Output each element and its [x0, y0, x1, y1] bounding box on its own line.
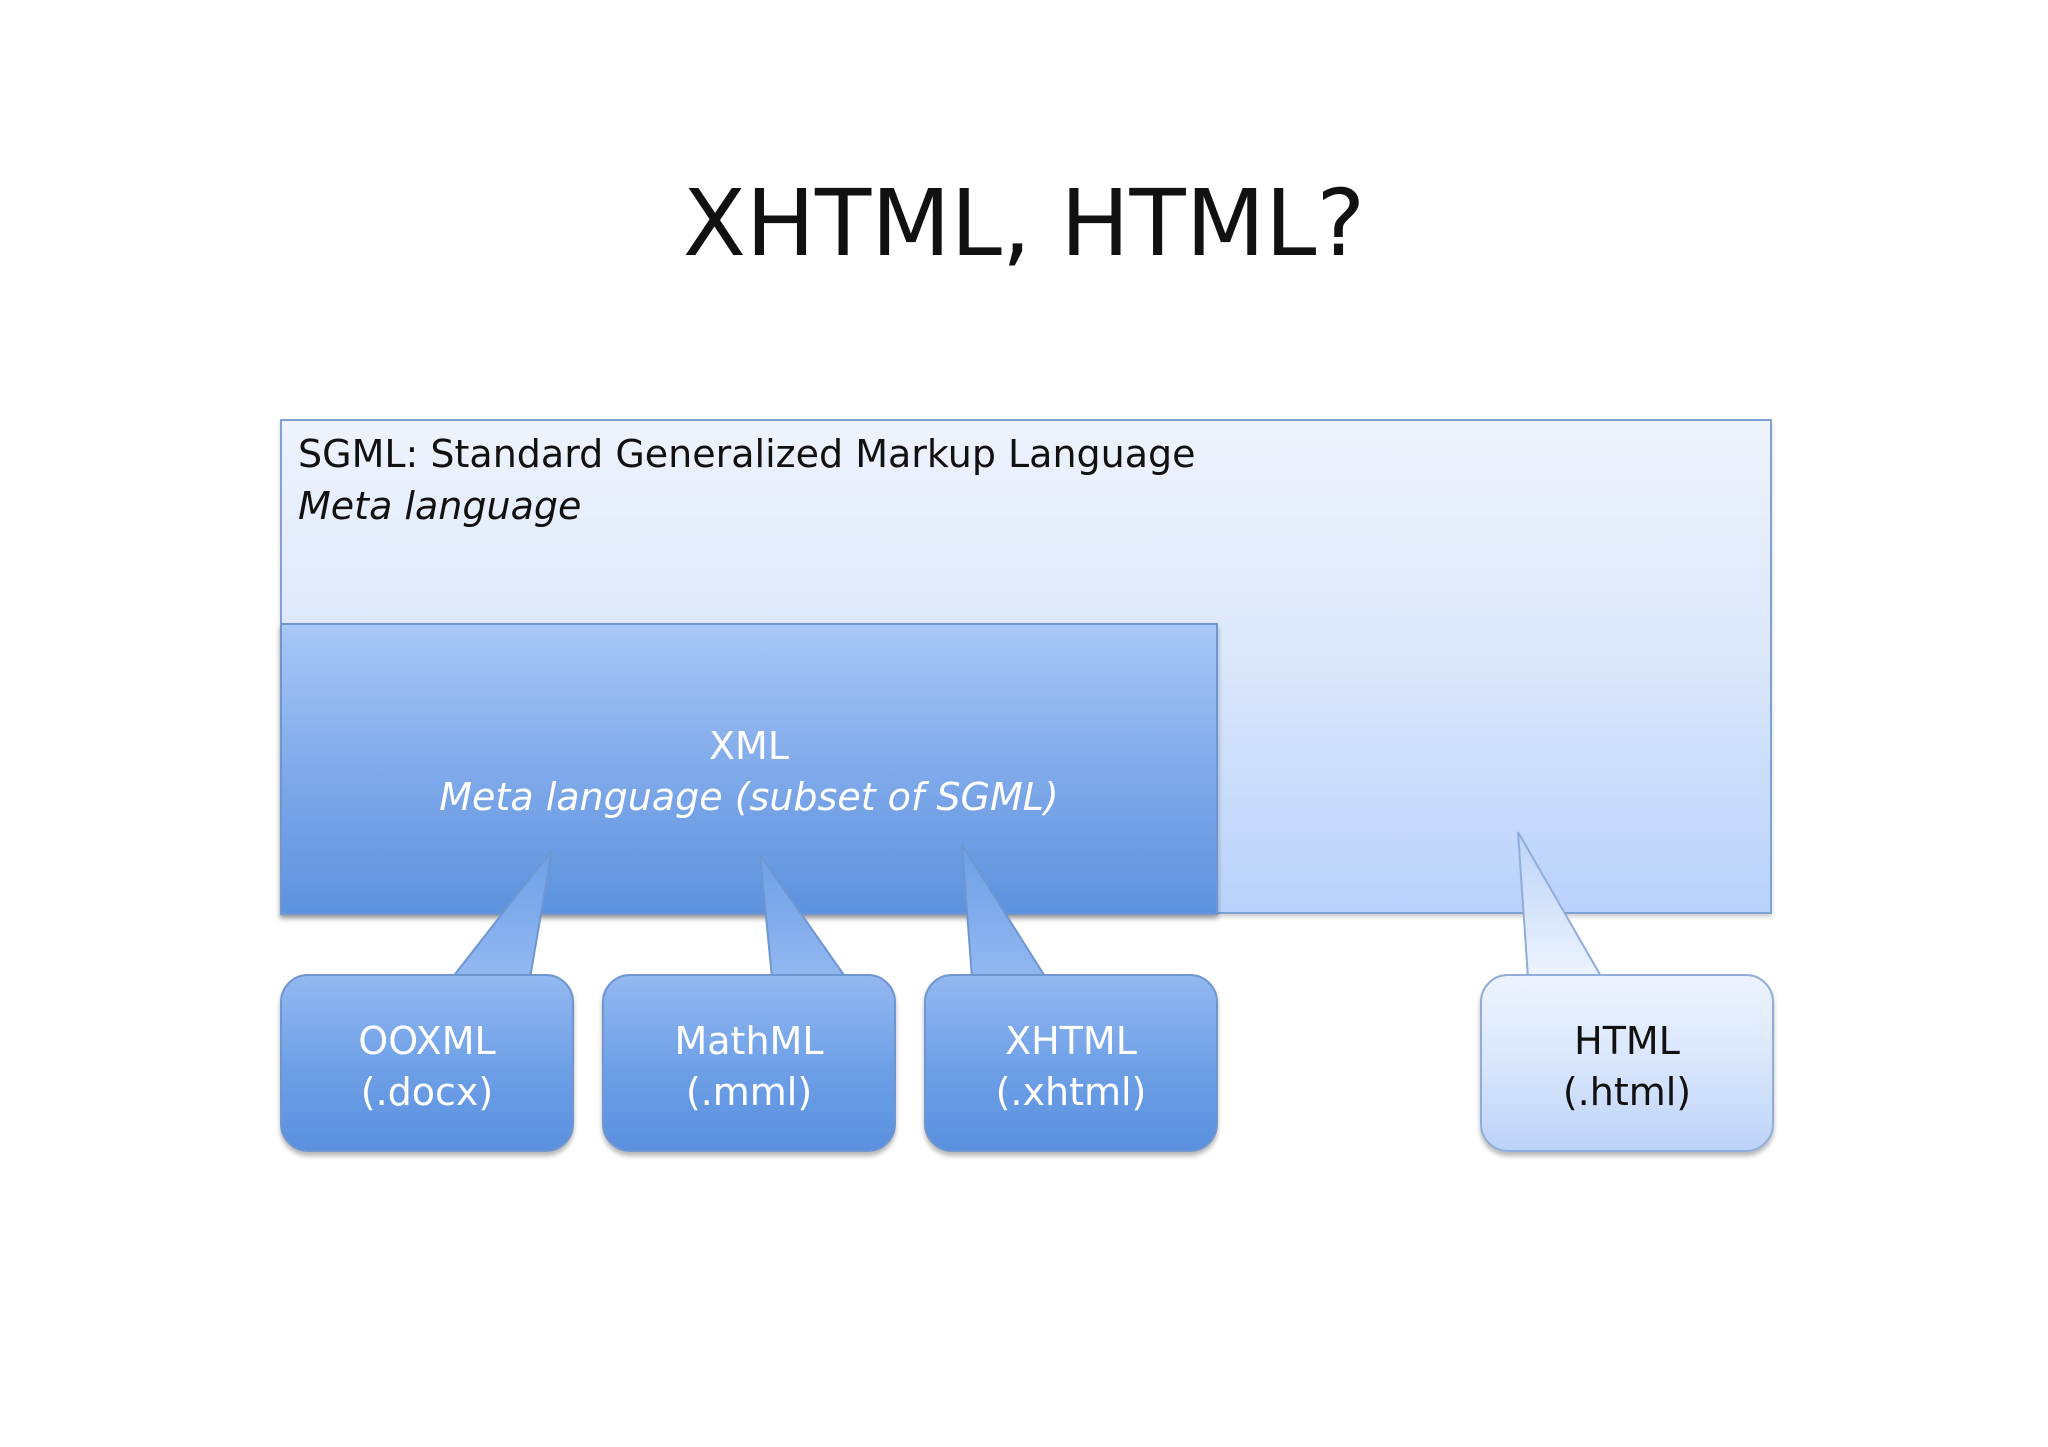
xhtml-label: XHTML: [1005, 1019, 1137, 1063]
xhtml-bubble: XHTML (.xhtml): [924, 974, 1218, 1152]
mathml-bubble: MathML (.mml): [602, 974, 896, 1152]
ooxml-bubble: OOXML (.docx): [280, 974, 574, 1152]
ooxml-ext: (.docx): [360, 1070, 494, 1114]
html-ext: (.html): [1562, 1070, 1692, 1114]
xml-box: [280, 623, 1218, 915]
mathml-ext: (.mml): [685, 1070, 813, 1114]
ooxml-label: OOXML: [358, 1019, 496, 1063]
xml-subtitle: Meta language (subset of SGML): [439, 775, 1059, 819]
xhtml-ext: (.xhtml): [995, 1070, 1147, 1114]
page-title: XHTML, HTML?: [682, 170, 1366, 277]
sgml-subtitle: Meta language: [298, 484, 582, 528]
html-bubble: HTML (.html): [1480, 974, 1774, 1152]
html-label: HTML: [1574, 1019, 1680, 1063]
sgml-title: SGML: Standard Generalized Markup Langua…: [298, 432, 1196, 476]
xml-title: XML: [709, 724, 789, 768]
mathml-label: MathML: [674, 1019, 824, 1063]
